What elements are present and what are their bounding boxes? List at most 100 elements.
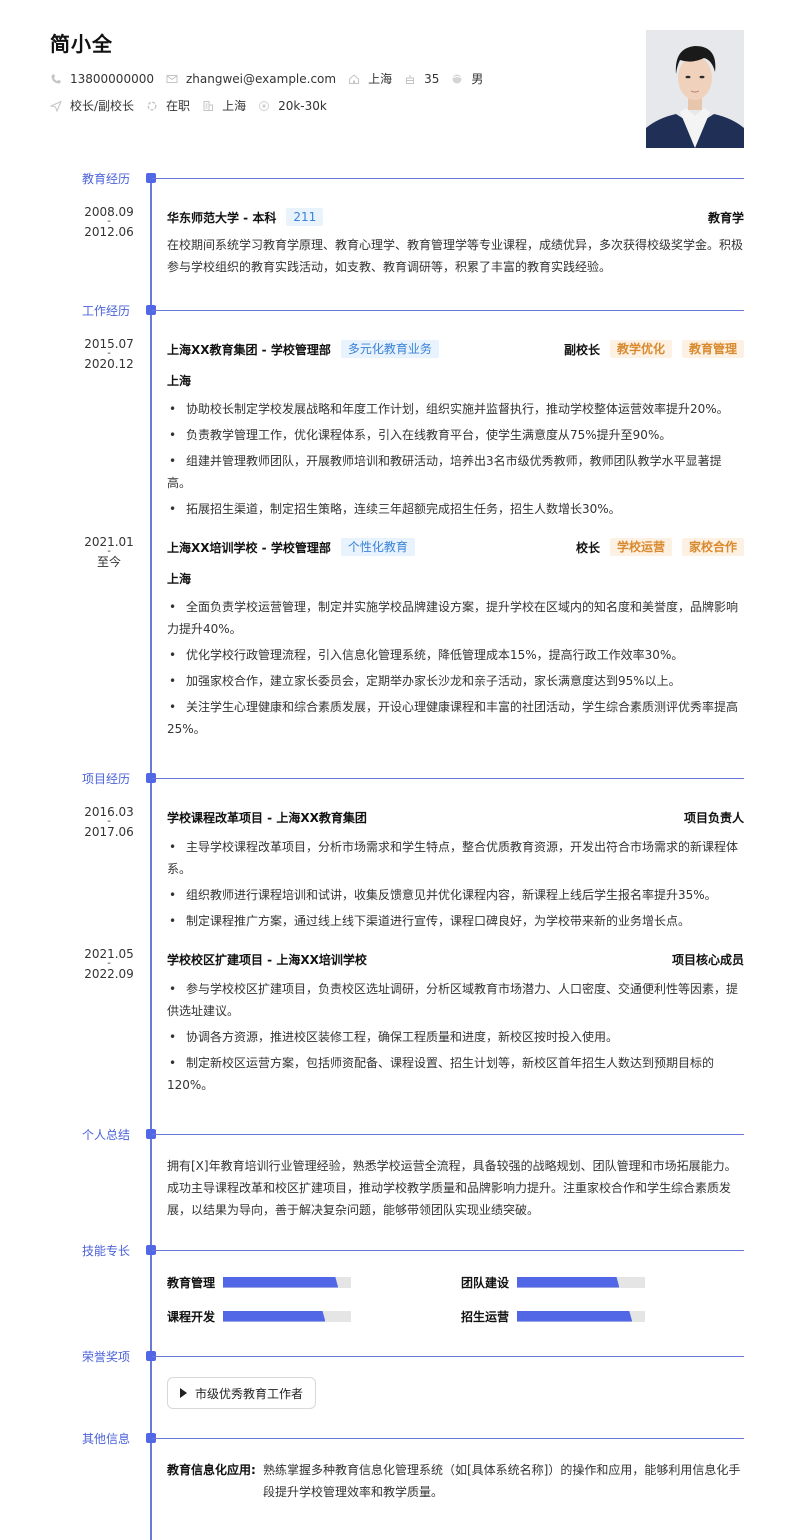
skill-name: 课程开发 [167,1309,216,1324]
mail-icon [166,73,178,85]
list-item: 参与学校校区扩建项目，负责校区选址调研，分析区域教育市场潜力、人口密度、交通便利… [167,978,744,1022]
salary-item: 20k-30k [258,99,327,113]
target-position-item: 校长/副校长 [50,97,134,114]
list-item: 组建并管理教师团队，开展教师培训和教研活动，培养出3名市级优秀教师，教师团队教学… [167,450,744,494]
list-item: 全面负责学校运营管理，制定并实施学校品牌建设方案，提升学校在区域内的知名度和美誉… [167,596,744,640]
date-start: 2016.03 [84,805,134,819]
building-icon [202,100,214,112]
company-tag: 个性化教育 [340,538,415,556]
role-group: 校长 学校运营 家校合作 [576,538,744,556]
home-icon [348,73,360,85]
section-title-skills: 技能专长 [82,1244,131,1258]
company-title: 上海XX教育集团 - 学校管理部 多元化教育业务 [167,340,439,358]
role-title: 副校长 [563,342,600,357]
role-title: 校长 [575,540,600,555]
section-divider [152,1438,744,1439]
project-title: 学校课程改革项目 - 上海XX教育集团 [167,810,367,825]
skill-item: 招生运营 [461,1309,645,1324]
list-item: 主导学校课程改革项目，分析市场需求和学生特点，整合优质教育资源，开发出符合市场需… [167,836,744,880]
candidate-name: 简小全 [50,32,113,56]
date-start: 2008.09 [84,205,134,219]
timeline-node [146,1245,156,1255]
skill-name: 团队建设 [461,1275,510,1290]
section-divider [152,310,744,311]
list-item: 协助校长制定学校发展战略和年度工作计划，组织实施并监督执行，推动学校整体运营效率… [167,398,744,420]
section-title-projects: 项目经历 [82,772,131,786]
section-title-work: 工作经历 [82,304,131,318]
list-item: 优化学校行政管理流程，引入信息化管理系统，降低管理成本15%，提高行政工作效率3… [167,644,744,666]
section-divider [152,178,744,179]
section-title-other: 其他信息 [82,1432,131,1446]
company-name: 上海XX培训学校 - 学校管理部 [167,540,331,555]
age-value: 35 [424,71,440,86]
work-entry-header: 上海XX培训学校 - 学校管理部 个性化教育 校长 学校运营 家校合作 [167,537,744,557]
section-title-awards: 荣誉奖项 [82,1350,131,1364]
work-location: 上海 [167,572,192,586]
list-item: 组织教师进行课程培训和试讲，收集反馈意见并优化课程内容，新课程上线后学生报名率提… [167,884,744,906]
list-item: 关注学生心理健康和综合素质发展，开设心理健康课程和丰富的社团活动，学生综合素质测… [167,696,744,740]
role-tag: 家校合作 [681,538,744,556]
section-divider [152,1356,744,1357]
skill-name: 招生运营 [461,1309,510,1324]
age-item: 35 [404,72,439,86]
skill-bar [517,1276,645,1288]
list-item: 加强家校合作，建立家长委员会，定期举办家长沙龙和亲子活动，家长满意度达到95%以… [167,670,744,692]
skill-name: 教育管理 [167,1275,216,1290]
education-date: 2008.09 - 2012.06 [70,206,148,238]
list-item: 制定新校区运营方案，包括师资配备、课程设置、招生计划等，新校区首年招生人数达到预… [167,1052,744,1096]
summary-text: 拥有[X]年教育培训行业管理经验，熟悉学校运营全流程，具备较强的战略规划、团队管… [167,1159,737,1217]
other-info-label: 教育信息化应用: [167,1463,256,1477]
company-tag: 多元化教育业务 [340,340,439,358]
timeline-node [146,173,156,183]
skill-item: 教育管理 [167,1275,351,1290]
date-separator: - [107,348,111,359]
date-separator: - [107,816,111,827]
skill-bar-fill [223,1277,338,1288]
list-item: 拓展招生渠道，制定招生策略，连续三年超额完成招生任务，招生人数增长30%。 [167,498,744,520]
date-end: 至今 [96,555,121,569]
salary-icon [258,100,270,112]
skill-bar-fill [223,1311,325,1322]
email-value: zhangwei@example.com [185,71,337,86]
list-item: 协调各方资源，推进校区装修工程，确保工程质量和进度，新校区按时投入使用。 [167,1026,744,1048]
work-date: 2021.01 - 至今 [70,536,148,568]
award-label: 市级优秀教育工作者 [195,1386,304,1401]
target-position-value: 校长/副校长 [70,99,135,113]
date-separator: - [107,958,111,969]
resume-header: 简小全 13800000000 zhangwei@example.com 上海 … [50,28,744,148]
status-icon [146,100,158,112]
project-bullets: 参与学校校区扩建项目，负责校区选址调研，分析区域教育市场潜力、人口密度、交通便利… [167,978,744,1100]
work-entry-header: 上海XX教育集团 - 学校管理部 多元化教育业务 副校长 教学优化 教育管理 [167,339,744,359]
job-intent-row: 校长/副校长 在职 上海 20k-30k [50,97,339,114]
profile-photo [646,30,744,148]
timeline-node [146,773,156,783]
date-start: 2021.05 [84,947,134,961]
project-date: 2021.05 - 2022.09 [70,948,148,980]
award-item: 市级优秀教育工作者 [167,1377,317,1409]
list-item: 负责教学管理工作，优化课程体系，引入在线教育平台，使学生满意度从75%提升至90… [167,424,744,446]
timeline-node [146,1351,156,1361]
date-start: 2015.07 [84,337,134,351]
timeline-node [146,305,156,315]
target-city-item: 上海 [202,97,246,114]
school-tag: 211 [286,208,324,226]
timeline-line [150,178,152,1540]
section-title-education: 教育经历 [82,172,131,186]
project-entry-header: 学校校区扩建项目 - 上海XX培训学校 项目核心成员 [167,949,744,969]
project-role: 项目负责人 [683,810,744,825]
company-title: 上海XX培训学校 - 学校管理部 个性化教育 [167,538,415,556]
other-info-text: 熟练掌握多种教育信息化管理系统（如[具体系统名称]）的操作和应用，能够利用信息化… [263,1463,741,1499]
skill-bar [517,1310,645,1322]
phone-value: 13800000000 [70,71,154,86]
role-tag: 教学优化 [609,340,672,358]
skill-bar [223,1276,351,1288]
phone-item: 13800000000 [50,72,154,86]
project-entry-header: 学校课程改革项目 - 上海XX教育集团 项目负责人 [167,807,744,827]
salary-value: 20k-30k [278,98,327,113]
other-info-item: 教育信息化应用: 熟练掌握多种教育信息化管理系统（如[具体系统名称]）的操作和应… [167,1459,744,1503]
date-separator: - [107,546,111,557]
education-entry-header: 华东师范大学 - 本科 211 教育学 [167,207,744,227]
list-item: 制定课程推广方案，通过线上线下渠道进行宣传，课程口碑良好，为学校带来新的业务增长… [167,910,744,932]
timeline-node [146,1433,156,1443]
gender-icon [451,73,463,85]
